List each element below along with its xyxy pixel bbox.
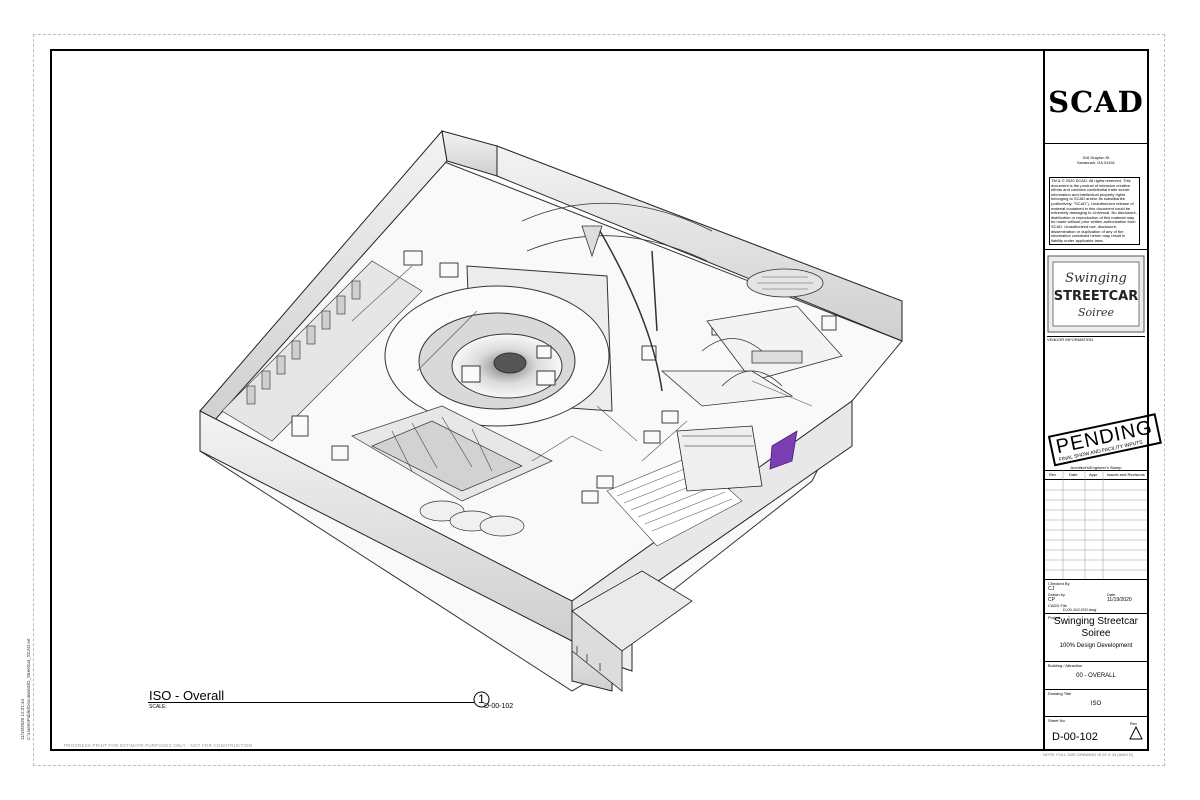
view-number-bubble: [473, 691, 490, 708]
drawn-by-label: Drawn by: [1048, 592, 1065, 597]
right-arch-rooms: [660, 305, 843, 407]
revision-triangle-icon: [1129, 726, 1143, 740]
building-label: Building / Attraction: [1048, 663, 1083, 668]
project-title: Swinging Streetcar Soiree: [1045, 616, 1147, 640]
rev-header-rev: Rev: [1049, 472, 1057, 477]
rev-label: Rev: [1130, 721, 1138, 726]
show-logo-line-1: Swinging: [1065, 271, 1127, 286]
blimp-prop: [746, 268, 824, 298]
show-logo-line-3: Soiree: [1078, 306, 1114, 319]
vendor-information-label: VENDOR INFORMATION: [1047, 337, 1093, 342]
divider: [1045, 716, 1147, 717]
swinging-streetcar-logo: Swinging STREETCAR Soiree: [1047, 255, 1145, 337]
full-size-note: NOTE: FULL SIZE DRAWING IS 22 X 34 (ANSI…: [1043, 752, 1134, 757]
revision-table-grid: [1045, 470, 1147, 580]
revision-table-header: Rev Date Appr Issues and Revisions: [1045, 470, 1147, 480]
left-street-facades: [221, 260, 423, 442]
scad-logo-text: SCAD: [1048, 85, 1144, 119]
checked-by-label: Checked By: [1048, 581, 1070, 586]
view-sheet-reference: D-00-102: [484, 703, 514, 710]
view-title-underline: [148, 702, 474, 703]
lower-left-show-scene: [351, 405, 553, 537]
divider: [1045, 689, 1147, 690]
building-value: 00 - OVERALL: [1076, 673, 1116, 679]
entrance-wing: [571, 570, 693, 692]
plot-stamp: 11/19/2020 12:21:44 C:\Users\Public\Docu…: [20, 638, 32, 740]
view-number: 1: [478, 692, 485, 706]
drawn-by-value: CP: [1048, 597, 1055, 603]
drawing-title-value: ISO: [1090, 701, 1102, 707]
rev-header-issues: Issues and Revisions: [1107, 472, 1145, 477]
divider: [1045, 661, 1147, 662]
drawing-area: ISO - Overall SCALE: 1 D-00-102 PROGRESS…: [52, 51, 1040, 749]
title-block: SCAD 516 Drayton St Savannah, GA 31401 T…: [1043, 51, 1163, 749]
architect-stamp-label: Architect's/Engineer's Stamp: [1070, 465, 1122, 470]
project-title-line-2: Soiree: [1081, 628, 1111, 639]
plot-stamp-path: C:\Users\Public\Documents\D_Streetcar_SC…: [26, 638, 31, 740]
show-logo-line-2: STREETCAR: [1054, 289, 1138, 304]
lobby-pavilion: [676, 425, 798, 492]
drawing-title-label: Drawing Title: [1048, 691, 1072, 696]
date-label: Date: [1107, 592, 1116, 597]
sheet-outer-frame: [33, 34, 1165, 766]
rev-header-date: Date: [1069, 472, 1078, 477]
divider: [1045, 249, 1147, 250]
sheet-border: [50, 49, 1149, 751]
divider: [1045, 613, 1147, 614]
interior-partitions: [351, 265, 813, 462]
divider: [1045, 579, 1147, 580]
checked-by-value: CJ: [1048, 586, 1055, 592]
cadd-file-value: D-00-102-ISO.dwg: [1063, 607, 1097, 612]
copyright-notice: TM & © 2020 SCAD. All rights reserved. T…: [1049, 177, 1140, 245]
cadd-file-label: CADD File: [1048, 603, 1067, 608]
ride-vehicles: [291, 250, 837, 504]
project-label: Project: [1048, 615, 1061, 620]
view-title: ISO - Overall: [149, 688, 225, 703]
address-line-1: 516 Drayton St: [1082, 155, 1110, 160]
isometric-building-drawing: [199, 129, 903, 692]
revision-table: Rev Date Appr Issues and Revisions: [1045, 470, 1147, 580]
rev-header-appr: Appr: [1089, 472, 1098, 477]
project-title-line-1: Swinging Streetcar: [1054, 616, 1138, 627]
project-phase: 100% Design Development: [1059, 643, 1133, 649]
upper-curved-theming: [521, 202, 713, 392]
progress-print-note: PROGRESS PRINT FOR ESTIMATE PURPOSES ONL…: [64, 743, 253, 748]
sheet-number: D-00-102: [1052, 731, 1098, 743]
address: 516 Drayton St Savannah, GA 31401: [1045, 155, 1147, 165]
sheet-number-label: Sheet No.: [1048, 718, 1066, 723]
view-scale-label: SCALE:: [149, 704, 167, 710]
address-line-2: Savannah, GA 31401: [1076, 160, 1116, 165]
central-circular-ride: [384, 265, 613, 427]
date-value: 11/19/2020: [1107, 597, 1132, 603]
scad-logo: SCAD: [1045, 55, 1147, 144]
